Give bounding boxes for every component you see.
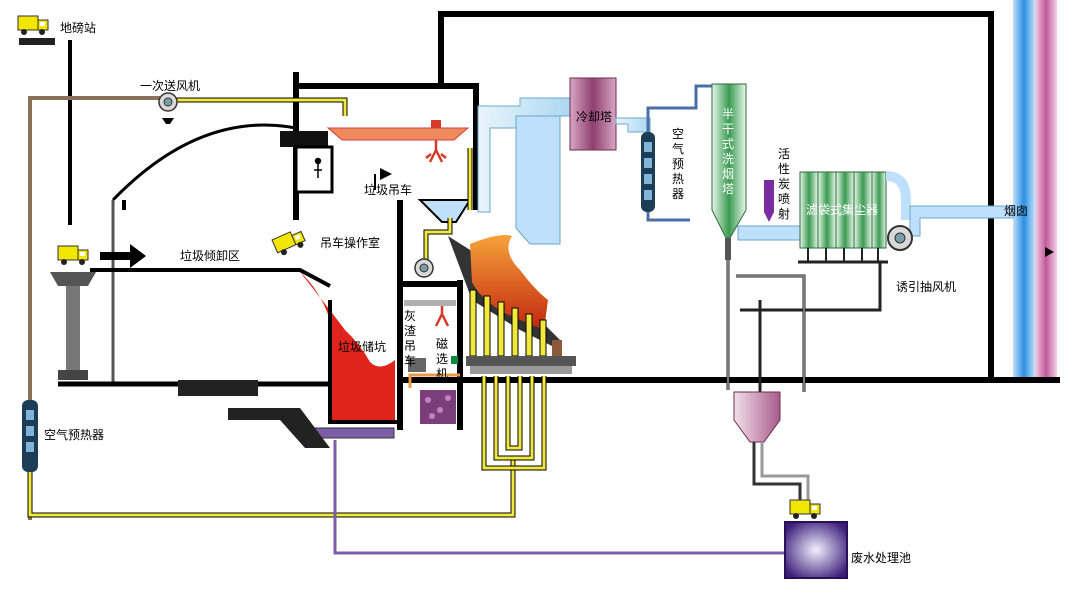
truck-icon-dumping bbox=[271, 227, 308, 258]
label-magnetic-sep: 磁选机 bbox=[436, 336, 448, 381]
label-dump-area: 垃圾倾卸区 bbox=[180, 248, 240, 263]
label-ash-crane: 灰渣吊车 bbox=[404, 309, 416, 368]
label-crane-room: 吊车操作室 bbox=[320, 235, 380, 250]
operator-icon bbox=[314, 157, 322, 178]
air-duct-brown bbox=[28, 96, 160, 520]
crane-arrow-icon bbox=[380, 168, 392, 180]
label-air-preheater-mid: 空气预热器 bbox=[672, 127, 684, 201]
ash-crane-body bbox=[408, 358, 426, 372]
label-cooling-tower: 冷却塔 bbox=[576, 110, 612, 124]
air-line-outline bbox=[172, 97, 348, 116]
air-line-bottom bbox=[28, 460, 515, 517]
label-wastewater: 废水处理池 bbox=[851, 550, 911, 565]
tipping-floor bbox=[90, 268, 331, 288]
truck-icon-ash bbox=[789, 499, 821, 520]
air-line-bottom-outline bbox=[27, 460, 516, 518]
crane-room-roof bbox=[280, 131, 328, 147]
label-bag-filter: 滤袋式集尘器 bbox=[806, 202, 878, 217]
exhaust-arrow-icon bbox=[1045, 247, 1054, 257]
cooling-tower bbox=[569, 77, 617, 151]
label-id-fan: 诱引抽风机 bbox=[896, 280, 956, 294]
weighbridge-base bbox=[19, 38, 55, 45]
grab-icon bbox=[425, 140, 447, 163]
secondary-fan-icon bbox=[414, 258, 434, 278]
truck-lift bbox=[50, 272, 96, 286]
primary-air-line bbox=[172, 98, 347, 116]
ramp bbox=[228, 408, 330, 448]
floor-slab bbox=[178, 380, 258, 396]
bag-filter bbox=[798, 171, 888, 264]
wastewater-pool bbox=[784, 521, 848, 579]
truck-icon-weighbridge bbox=[17, 15, 49, 36]
dump-arrow-icon bbox=[100, 244, 146, 268]
truck-icon-tipping bbox=[57, 245, 89, 266]
incinerator bbox=[448, 235, 576, 374]
wastewater-line bbox=[333, 440, 785, 555]
label-air-preheater-left: 空气预热器 bbox=[44, 427, 104, 442]
garbage-pit-fill bbox=[300, 272, 395, 420]
id-fan-icon bbox=[887, 225, 913, 251]
carbon-injector bbox=[764, 180, 774, 222]
feed-hopper bbox=[417, 199, 472, 223]
underfire-air-grid bbox=[481, 376, 547, 471]
label-primary-fan: 一次送风机 bbox=[140, 78, 200, 93]
label-activated-carbon: 活性炭喷射 bbox=[778, 147, 790, 221]
label-scrubber: 半干式洗烟塔 bbox=[722, 107, 734, 196]
primary-fan-icon bbox=[158, 92, 178, 112]
chimney bbox=[1013, 0, 1057, 378]
ash-pit bbox=[420, 390, 456, 424]
crane-trolley bbox=[326, 127, 470, 141]
label-pit: 垃圾储坑 bbox=[338, 339, 386, 354]
label-weighbridge: 地磅站 bbox=[60, 20, 96, 35]
label-garbage-crane: 垃圾吊车 bbox=[364, 182, 412, 197]
label-chimney: 烟囱 bbox=[1004, 204, 1028, 218]
ash-grab-icon bbox=[434, 306, 450, 327]
fly-ash-hopper bbox=[733, 391, 781, 443]
tipping-hall-roof bbox=[111, 123, 297, 202]
pit-drain bbox=[313, 427, 395, 439]
